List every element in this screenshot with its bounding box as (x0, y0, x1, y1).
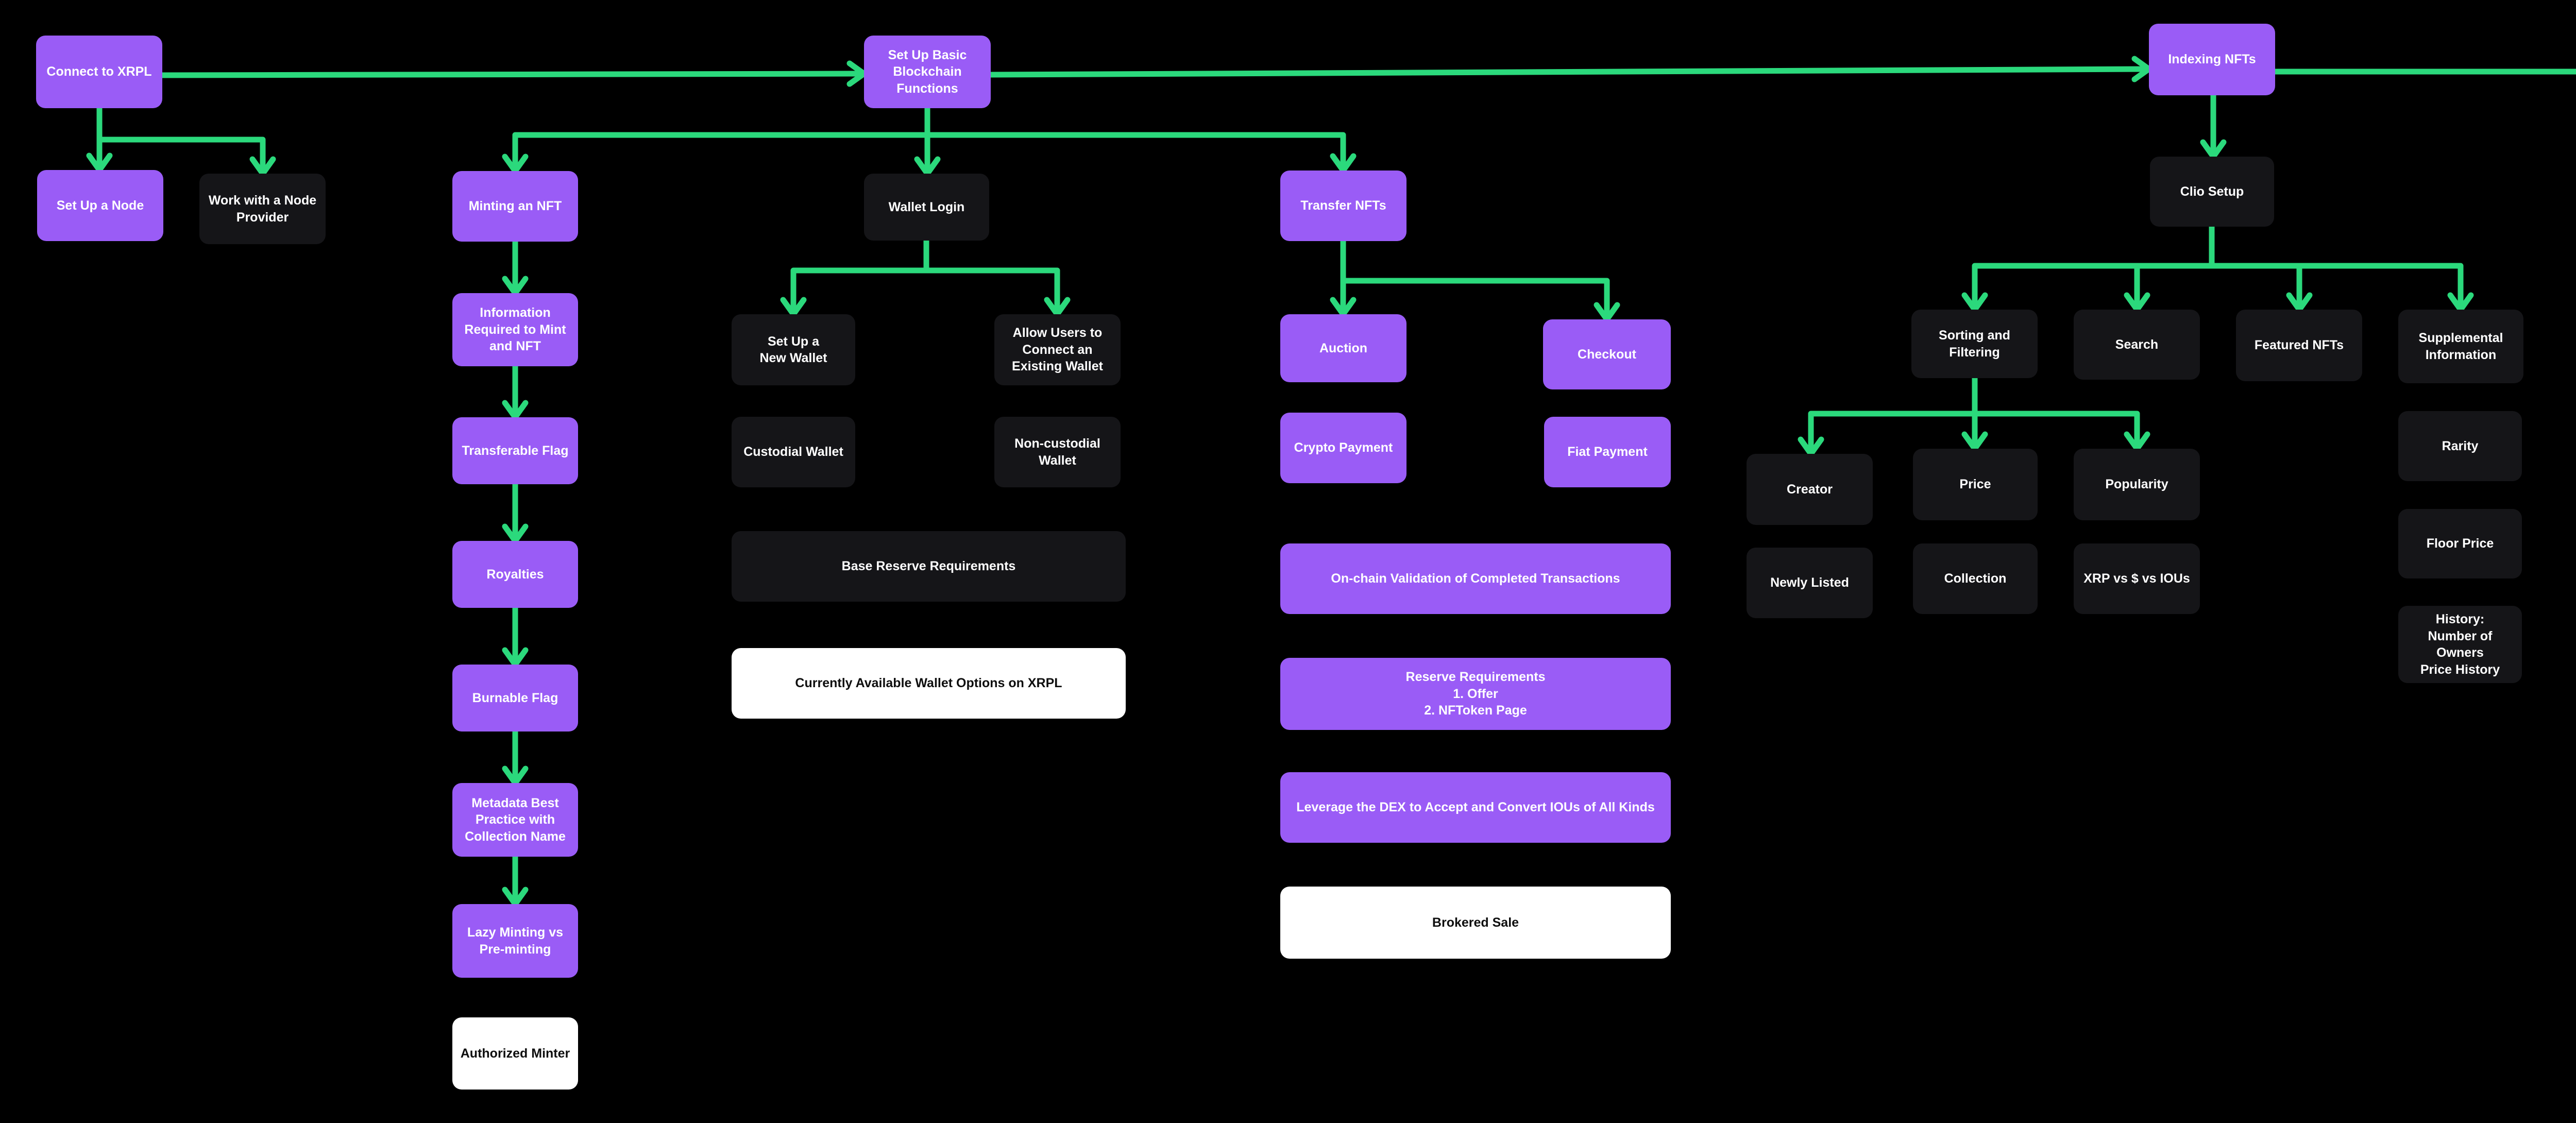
node-popularity[interactable]: Popularity (2074, 449, 2200, 520)
node-royalties[interactable]: Royalties (452, 541, 578, 608)
node-reserve-requirements[interactable]: Reserve Requirements 1. Offer 2. NFToken… (1280, 658, 1671, 730)
node-set-up-a-node[interactable]: Set Up a Node (37, 170, 163, 241)
node-collection[interactable]: Collection (1913, 543, 2038, 614)
node-non-custodial-wallet[interactable]: Non-custodial Wallet (994, 417, 1121, 487)
node-transferable-flag[interactable]: Transferable Flag (452, 417, 578, 484)
node-clio-setup[interactable]: Clio Setup (2150, 157, 2274, 227)
connector-setupbasic-to-indexing (988, 66, 2152, 78)
connector-connect-to-setupbasic (159, 71, 867, 78)
node-leverage-dex[interactable]: Leverage the DEX to Accept and Convert I… (1280, 772, 1671, 843)
node-minting-an-nft[interactable]: Minting an NFT (452, 171, 578, 242)
connector-transfer-children (1340, 238, 1610, 322)
node-history[interactable]: History: Number of Owners Price History (2398, 606, 2522, 683)
node-supplemental-information[interactable]: Supplemental Information (2398, 310, 2523, 383)
connector-clio-children (1972, 224, 2464, 313)
node-custodial-wallet[interactable]: Custodial Wallet (732, 417, 855, 487)
node-information-required[interactable]: Information Required to Mint and NFT (452, 293, 578, 366)
node-work-with-node-provider[interactable]: Work with a Node Provider (199, 174, 326, 244)
node-rarity[interactable]: Rarity (2398, 411, 2522, 481)
node-brokered-sale[interactable]: Brokered Sale (1280, 887, 1671, 959)
connector-wallet-children (790, 237, 1060, 317)
node-base-reserve-requirements[interactable]: Base Reserve Requirements (732, 531, 1126, 602)
connector-sorting-children (1808, 375, 2140, 457)
node-fiat-payment[interactable]: Fiat Payment (1544, 417, 1671, 487)
node-creator[interactable]: Creator (1747, 454, 1873, 525)
node-checkout[interactable]: Checkout (1543, 319, 1671, 389)
node-indexing-nfts[interactable]: Indexing NFTs (2149, 24, 2275, 95)
node-connect-to-xrpl[interactable]: Connect to XRPL (36, 36, 162, 108)
node-onchain-validation[interactable]: On-chain Validation of Completed Transac… (1280, 543, 1671, 614)
node-price[interactable]: Price (1913, 449, 2038, 520)
node-authorized-minter[interactable]: Authorized Minter (452, 1017, 578, 1090)
node-search[interactable]: Search (2074, 310, 2200, 380)
arrowheads-right (846, 56, 2152, 87)
node-wallet-login[interactable]: Wallet Login (864, 174, 989, 241)
node-setup-basic-blockchain-functions[interactable]: Set Up Basic Blockchain Functions (864, 36, 991, 108)
node-floor-price[interactable]: Floor Price (2398, 509, 2522, 578)
node-allow-users-connect-existing-wallet[interactable]: Allow Users to Connect an Existing Walle… (994, 314, 1121, 385)
node-lazy-minting-vs-preminting[interactable]: Lazy Minting vs Pre-minting (452, 904, 578, 978)
node-sorting-and-filtering[interactable]: Sorting and Filtering (1911, 310, 2038, 378)
node-newly-listed[interactable]: Newly Listed (1747, 548, 1873, 618)
connector-setupbasic-children (512, 105, 1346, 177)
node-featured-nfts[interactable]: Featured NFTs (2236, 310, 2362, 381)
node-auction[interactable]: Auction (1280, 314, 1406, 382)
node-burnable-flag[interactable]: Burnable Flag (452, 665, 578, 731)
node-crypto-payment[interactable]: Crypto Payment (1280, 413, 1406, 483)
node-currently-available-wallet-options[interactable]: Currently Available Wallet Options on XR… (732, 648, 1126, 719)
connector-connect-children (96, 105, 266, 177)
node-metadata-best-practice[interactable]: Metadata Best Practice with Collection N… (452, 783, 578, 857)
node-set-up-new-wallet[interactable]: Set Up a New Wallet (732, 314, 855, 385)
node-xrp-vs-usd-vs-ious[interactable]: XRP vs $ vs IOUs (2074, 543, 2200, 614)
node-transfer-nfts[interactable]: Transfer NFTs (1280, 171, 1406, 241)
